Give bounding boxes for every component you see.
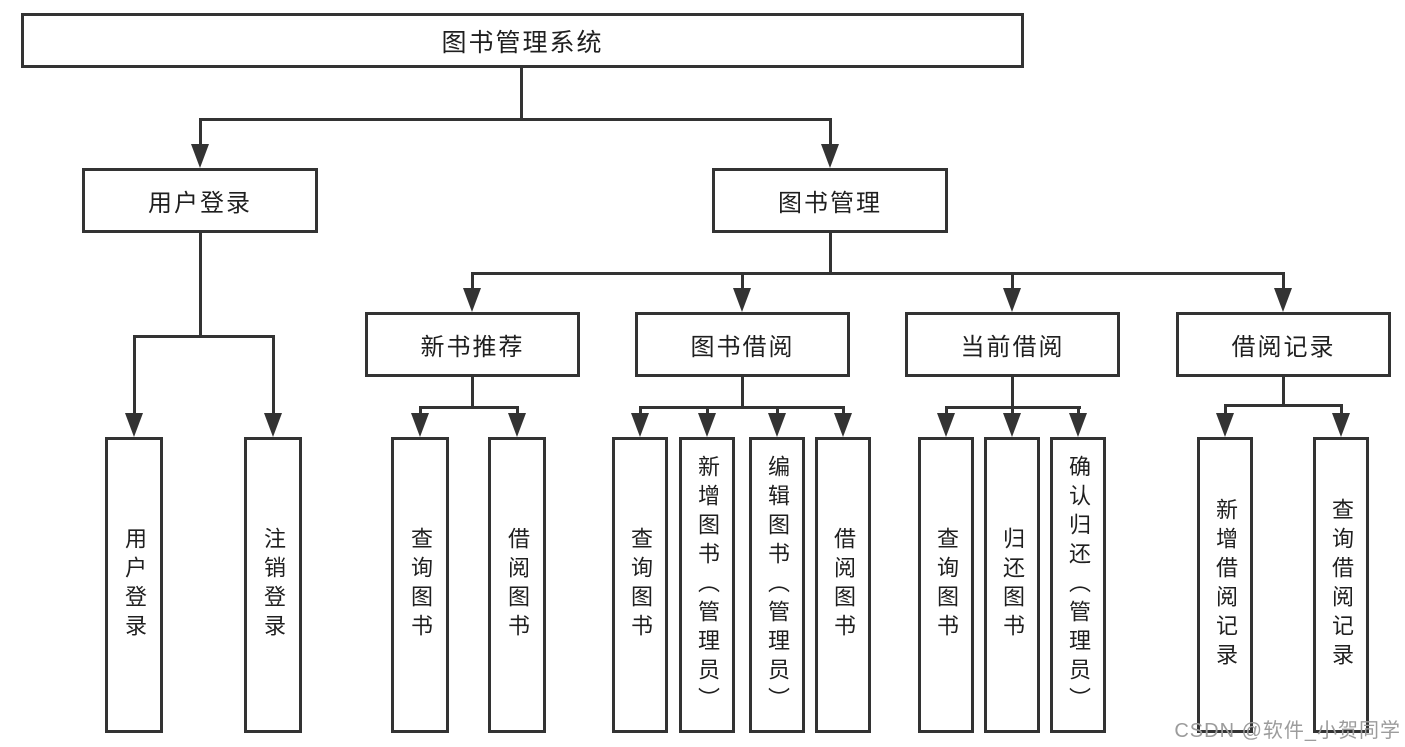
leaf-newrec-borrow-book: 借阅图书 <box>488 437 546 733</box>
connector-l2-left-drop <box>199 118 202 148</box>
connector-book-borrow-drop-3 <box>776 406 779 418</box>
leaf-add-borrow-record-label: 新增借阅记录 <box>1213 498 1238 672</box>
leaf-return-book-label: 归还图书 <box>1000 527 1025 643</box>
csdn-watermark: CSDN @软件_小贺同学 <box>1174 720 1401 742</box>
connector-user-login-drop-1 <box>133 335 136 415</box>
leaf-query-borrow-record: 查询借阅记录 <box>1313 437 1369 733</box>
connector-l3-rail <box>471 272 1285 275</box>
connector-l2-right-drop <box>829 118 832 148</box>
node-borrow-record-label: 借阅记录 <box>1231 334 1336 361</box>
connector-new-book-rec-drop-2 <box>516 406 519 418</box>
leaf-add-book-admin: 新增图书（管理员） <box>679 437 735 733</box>
connector-l2-rail <box>199 118 832 121</box>
leaf-current-query-book: 查询图书 <box>918 437 974 733</box>
arrowhead-leaf-return-book <box>1003 413 1021 437</box>
node-book-borrow: 图书借阅 <box>635 312 850 377</box>
arrowhead-user-login <box>191 144 209 168</box>
leaf-return-book: 归还图书 <box>984 437 1040 733</box>
connector-book-mgmt-stem <box>829 233 832 275</box>
node-new-book-rec: 新书推荐 <box>365 312 580 377</box>
node-root-label: 图书管理系统 <box>441 28 604 57</box>
leaf-add-borrow-record: 新增借阅记录 <box>1197 437 1253 733</box>
leaf-borrow-book-label: 借阅图书 <box>831 527 856 643</box>
connector-l3-drop-1 <box>471 272 474 290</box>
arrowhead-leaf-borrow-query <box>631 413 649 437</box>
leaf-user-login: 用户登录 <box>105 437 163 733</box>
node-current-borrow-label: 当前借阅 <box>960 334 1065 361</box>
arrowhead-book-borrow <box>733 288 751 312</box>
leaf-confirm-return-admin: 确认归还（管理员） <box>1050 437 1106 733</box>
leaf-newrec-borrow-book-label: 借阅图书 <box>505 527 530 643</box>
connector-book-borrow-drop-1 <box>639 406 642 418</box>
node-book-mgmt-label: 图书管理 <box>778 190 882 217</box>
leaf-logout-label: 注销登录 <box>261 527 286 643</box>
arrowhead-book-mgmt <box>821 144 839 168</box>
connector-root-stem <box>520 68 523 121</box>
arrowhead-leaf-newrec-query <box>411 413 429 437</box>
node-book-borrow-label: 图书借阅 <box>690 334 795 361</box>
arrowhead-current-borrow <box>1003 288 1021 312</box>
arrowhead-borrow-record <box>1274 288 1292 312</box>
leaf-borrow-book: 借阅图书 <box>815 437 871 733</box>
leaf-edit-book-admin: 编辑图书（管理员） <box>749 437 805 733</box>
arrowhead-leaf-add-book <box>698 413 716 437</box>
leaf-current-query-book-label: 查询图书 <box>934 527 959 643</box>
connector-l3-drop-4 <box>1282 272 1285 290</box>
arrowhead-leaf-add-record <box>1216 413 1234 437</box>
connector-new-book-rec-drop-1 <box>419 406 422 418</box>
connector-book-borrow-stem <box>741 377 744 409</box>
leaf-edit-book-admin-label: 编辑图书（管理员） <box>765 454 790 716</box>
connector-new-book-rec-stem <box>471 377 474 409</box>
node-book-mgmt: 图书管理 <box>712 168 948 233</box>
connector-current-borrow-stem <box>1011 377 1014 409</box>
leaf-user-login-label: 用户登录 <box>122 527 147 643</box>
connector-borrow-record-stem <box>1282 377 1285 407</box>
connector-user-login-rail <box>133 335 275 338</box>
node-user-login: 用户登录 <box>82 168 318 233</box>
node-user-login-label: 用户登录 <box>148 190 252 217</box>
connector-borrow-record-drop-2 <box>1340 404 1343 418</box>
connector-l3-drop-2 <box>741 272 744 290</box>
connector-current-borrow-drop-3 <box>1077 406 1080 418</box>
leaf-newrec-query-book: 查询图书 <box>391 437 449 733</box>
node-root: 图书管理系统 <box>21 13 1024 68</box>
connector-borrow-record-rail <box>1224 404 1343 407</box>
connector-book-borrow-drop-4 <box>842 406 845 418</box>
leaf-newrec-query-book-label: 查询图书 <box>408 527 433 643</box>
arrowhead-leaf-borrow-book <box>834 413 852 437</box>
node-borrow-record: 借阅记录 <box>1176 312 1391 377</box>
connector-new-book-rec-rail <box>419 406 519 409</box>
leaf-add-book-admin-label: 新增图书（管理员） <box>695 454 720 716</box>
leaf-logout: 注销登录 <box>244 437 302 733</box>
arrowhead-new-book-rec <box>463 288 481 312</box>
arrowhead-leaf-user-login <box>125 413 143 437</box>
connector-book-borrow-drop-2 <box>706 406 709 418</box>
connector-book-borrow-rail <box>639 406 845 409</box>
arrowhead-leaf-edit-book <box>768 413 786 437</box>
node-new-book-rec-label: 新书推荐 <box>420 334 525 361</box>
arrowhead-leaf-current-query <box>937 413 955 437</box>
connector-current-borrow-drop-2 <box>1011 406 1014 418</box>
leaf-query-borrow-record-label: 查询借阅记录 <box>1329 498 1354 672</box>
connector-borrow-record-drop-1 <box>1224 404 1227 418</box>
connector-current-borrow-drop-1 <box>945 406 948 418</box>
leaf-borrow-query-book-label: 查询图书 <box>628 527 653 643</box>
connector-user-login-drop-2 <box>272 335 275 415</box>
arrowhead-leaf-logout <box>264 413 282 437</box>
arrowhead-leaf-query-record <box>1332 413 1350 437</box>
connector-l3-drop-3 <box>1011 272 1014 290</box>
node-current-borrow: 当前借阅 <box>905 312 1120 377</box>
leaf-borrow-query-book: 查询图书 <box>612 437 668 733</box>
leaf-confirm-return-admin-label: 确认归还（管理员） <box>1066 454 1091 716</box>
connector-user-login-stem <box>199 233 202 338</box>
arrowhead-leaf-newrec-borrow <box>508 413 526 437</box>
arrowhead-leaf-confirm-return <box>1069 413 1087 437</box>
